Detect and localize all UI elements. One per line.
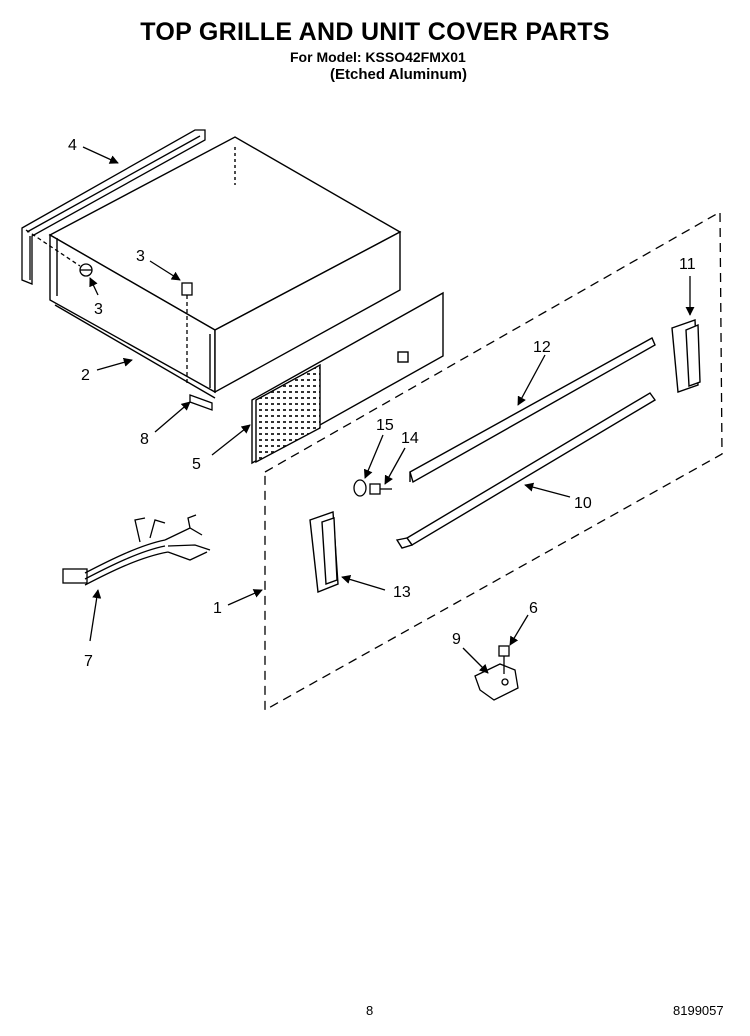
part-3-screw-top [181,282,193,386]
document-number: 8199057 [673,1003,724,1018]
callout-6: 6 [529,600,538,617]
callout-1: 1 [213,600,222,617]
callout-14: 14 [401,430,419,447]
callout-4: 4 [68,137,77,154]
part-13-center-bracket [309,511,339,593]
callout-5: 5 [192,456,201,473]
part-10-lower-trim [395,392,657,549]
page-title: TOP GRILLE AND UNIT COVER PARTS [140,18,610,46]
assembly-boundary [264,210,723,712]
callout-2: 2 [81,367,90,384]
model-line: For Model: KSSO42FMX01 [290,49,466,65]
callout-3-side: 3 [94,301,103,318]
callout-13: 13 [393,584,411,601]
callout-15: 15 [376,417,394,434]
callout-8: 8 [140,431,149,448]
part-15-nut [353,479,367,497]
part-7-wire-harness [62,514,211,586]
callout-11: 11 [679,256,696,273]
part-6-screw [498,645,510,674]
part-11-side-bracket [671,319,701,393]
callout-7: 7 [84,653,93,670]
callout-10: 10 [574,495,592,512]
part-5-grille-panel [251,291,444,465]
part-8-clip [189,394,213,411]
part-2-unit-cover [48,136,402,399]
part-12-upper-trim [409,337,656,484]
callout-12: 12 [533,339,551,356]
finish-label: (Etched Aluminum) [330,66,467,83]
leader-lines [82,146,695,674]
part-14-fastener [369,483,392,495]
part-9-clamp [474,663,519,701]
page-number: 8 [366,1003,374,1018]
part-3-screw-side [25,229,93,277]
callout-3-top: 3 [136,248,145,265]
part-4-rear-rail [21,129,206,285]
callout-9: 9 [452,631,461,648]
